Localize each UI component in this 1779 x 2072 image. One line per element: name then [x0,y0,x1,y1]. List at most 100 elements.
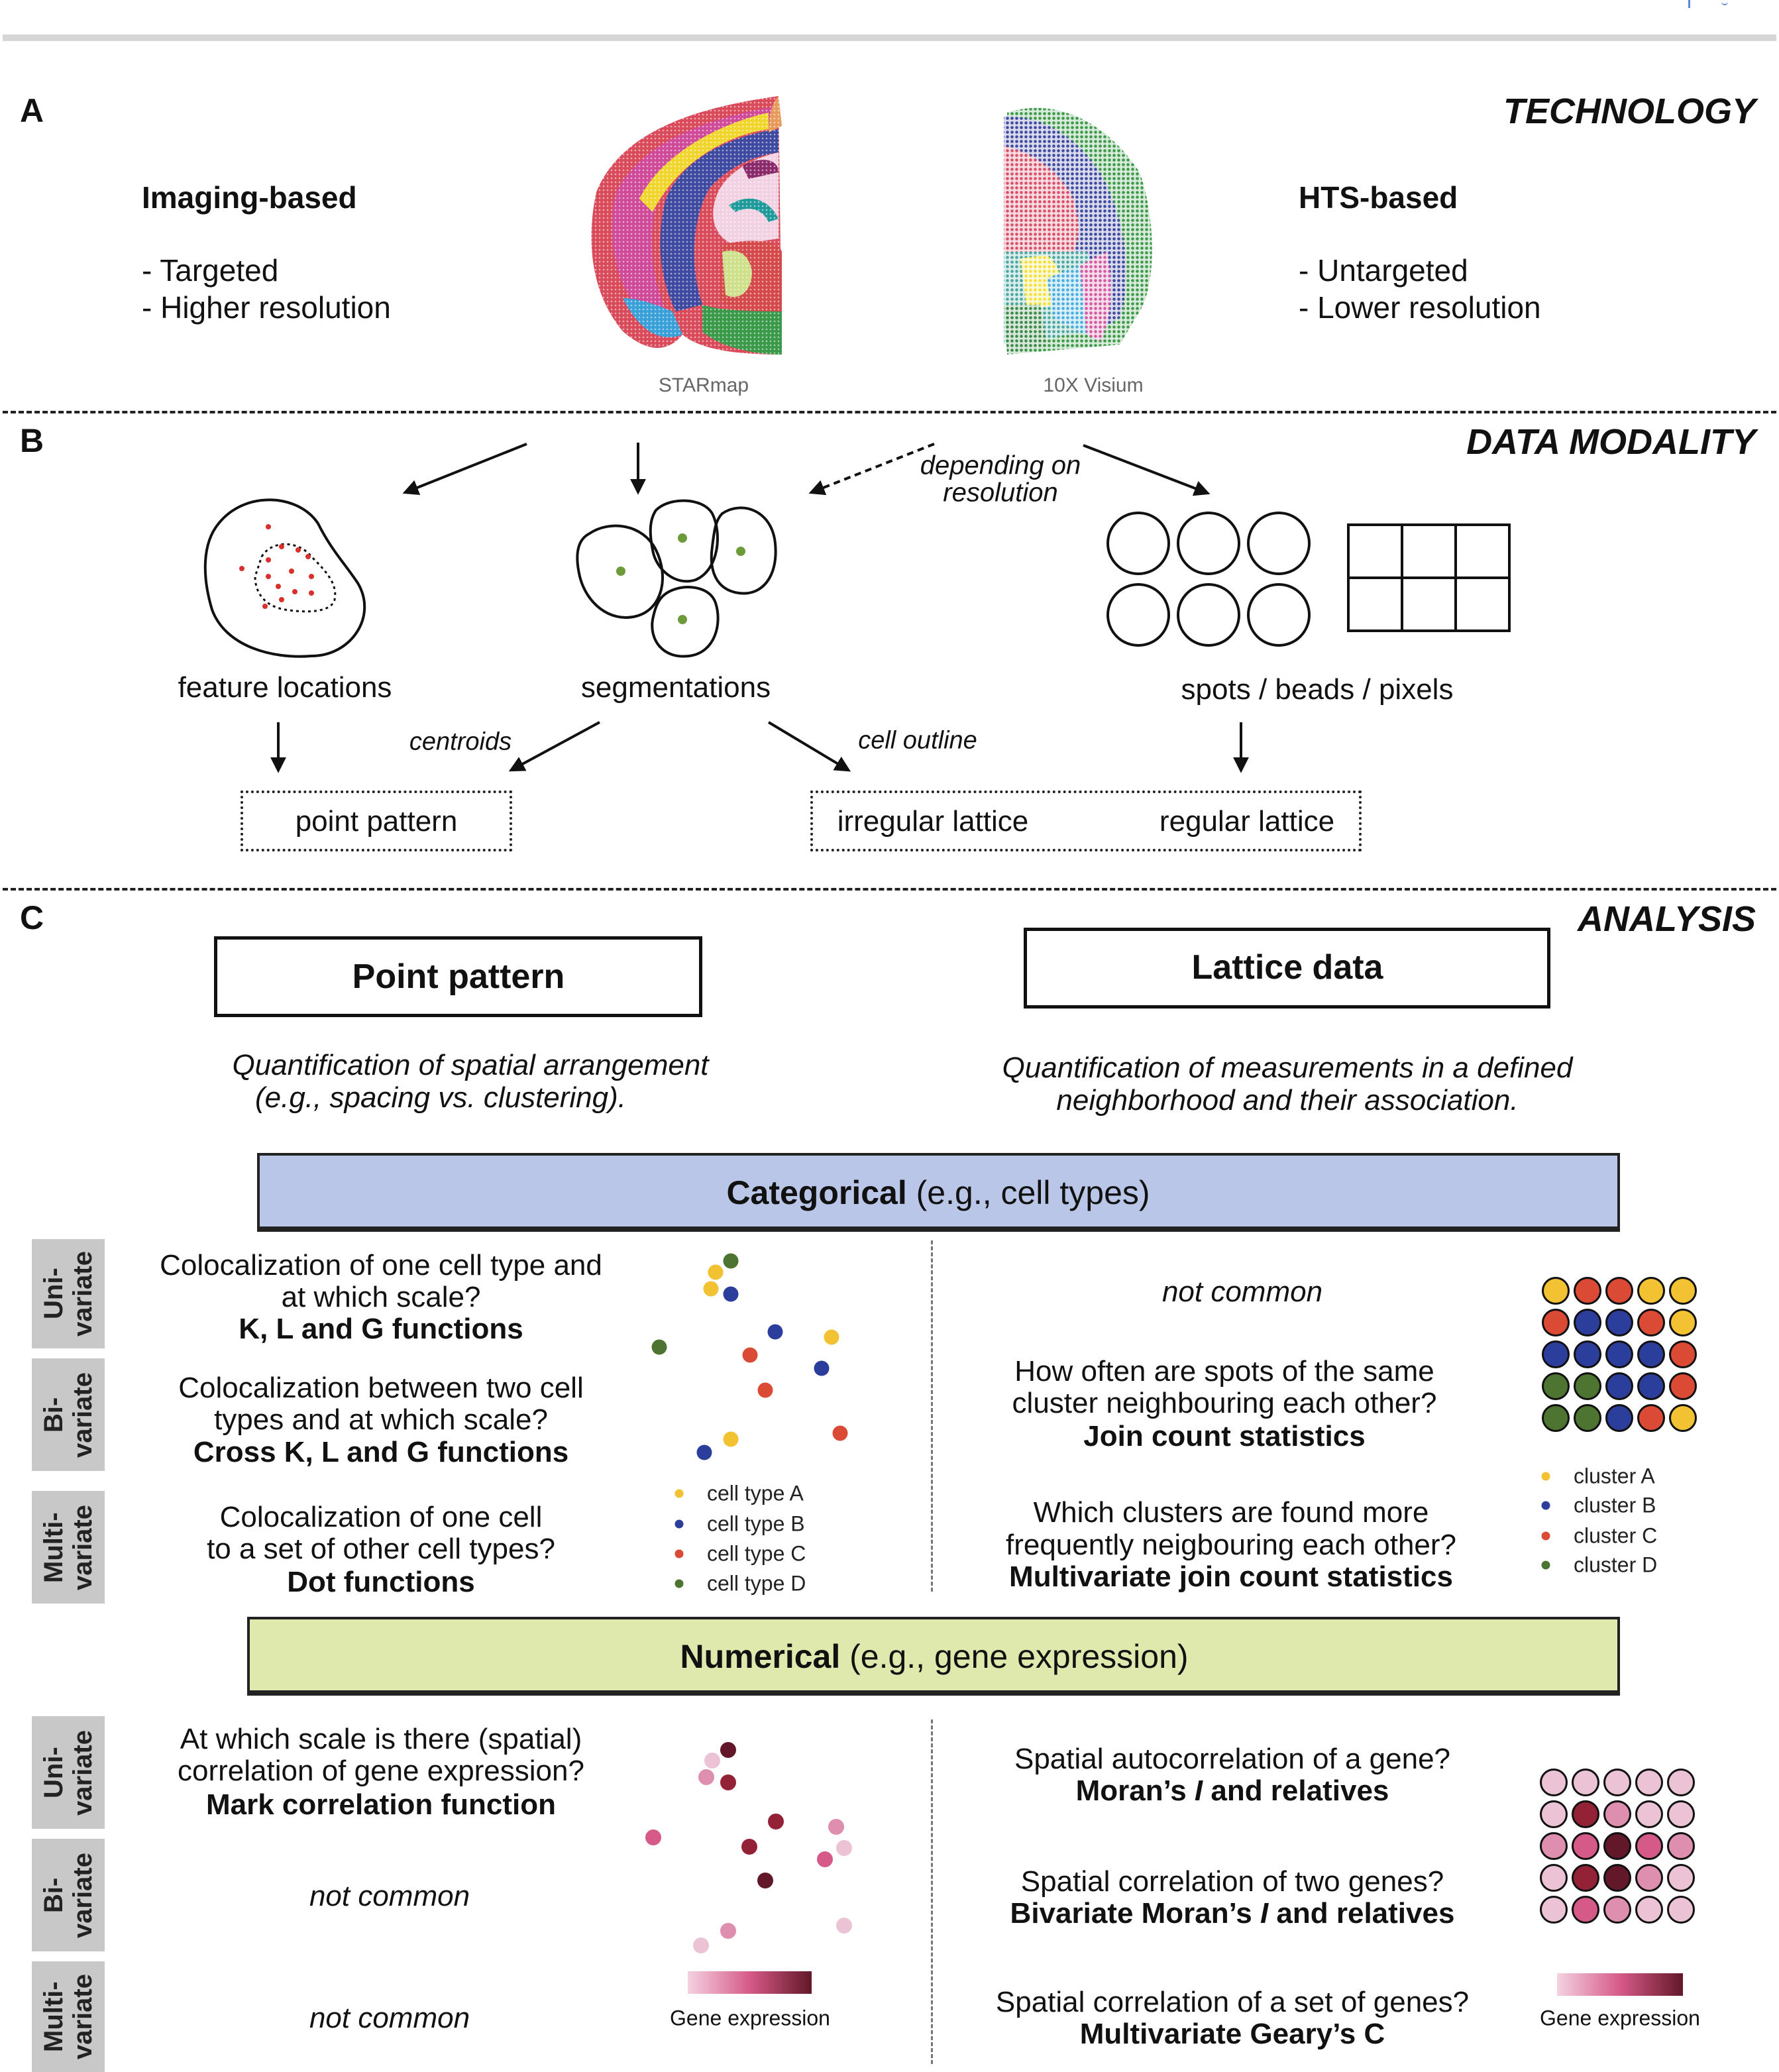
feature-locations-label: feature locations [178,671,392,704]
irregular-lattice-label: irregular lattice [837,805,1029,838]
cell-type-label: cell type C [707,1541,806,1566]
cat-point-method: K, L and G functions [239,1313,523,1345]
cell-type-label: cell type D [707,1571,806,1596]
method-text: and relatives [1203,1774,1389,1807]
method-text: and relatives [1268,1897,1455,1930]
numerical-band [247,1617,1620,1693]
column-divider [931,1240,933,1592]
resolution-note: depending on [920,451,1081,480]
categorical-title-bold: Categorical [726,1174,907,1211]
cluster-swatch [1541,1472,1550,1481]
cell-type-swatch [674,1489,684,1498]
expression-point [836,1840,852,1856]
imaging-point: - Higher resolution [142,290,391,325]
expression-spot [1572,1896,1599,1924]
expression-point [720,1742,736,1758]
expression-point [757,1873,773,1888]
cluster-spot [1637,1372,1665,1400]
side-label-univariate: Uni- variate [32,1239,105,1348]
cluster-spot [1542,1372,1570,1400]
cell-point [696,1445,712,1460]
panel-b-letter: B [20,422,44,459]
cluster-spot [1669,1372,1697,1400]
top-right-chevron-icon [1721,0,1728,5]
expression-spot [1572,1864,1599,1892]
cluster-label: cluster C [1574,1523,1658,1548]
cat-point-question: Colocalization of one cell type and [160,1249,602,1281]
section-divider [3,411,1776,413]
expression-spot [1603,1864,1631,1892]
expression-point [836,1918,852,1934]
categorical-title-rest: (e.g., cell types) [906,1174,1150,1211]
cluster-spot [1669,1404,1697,1432]
imaging-based-title: Imaging-based [142,180,357,215]
cluster-spot [1605,1372,1633,1400]
cell-type-swatch [674,1549,684,1558]
num-point-question: correlation of gene expression? [178,1755,584,1787]
cluster-spot [1574,1404,1601,1432]
cell-point [767,1324,783,1340]
column-divider [931,1719,933,2064]
side-label-text: Multi- variate [39,1504,97,1590]
expression-spot [1667,1864,1695,1892]
cluster-spot [1542,1309,1570,1336]
cluster-spot [1669,1340,1697,1368]
method-text: Multivariate Geary’s C [1079,2018,1385,2050]
cat-point-question: at which scale? [281,1281,481,1313]
side-label-bivariate: Bi- variate [32,1839,105,1951]
cluster-spot [1574,1309,1601,1336]
cat-lattice-question: frequently neigbouring each other? [1005,1529,1457,1561]
point-pattern-label: point pattern [295,805,458,838]
cluster-spot [1542,1340,1570,1368]
expression-point [693,1937,709,1953]
cell-point [708,1264,724,1280]
side-label-multivariate: Multi- variate [32,1491,105,1604]
data-modality-title: DATA MODALITY [1466,422,1756,462]
cell-type-swatch [674,1519,684,1529]
expression-spot [1603,1832,1631,1860]
regular-lattice-label: regular lattice [1159,805,1335,838]
expression-spot [1635,1800,1663,1828]
cell-point [814,1360,830,1376]
lattice-desc: Quantification of measurements in a defi… [1002,1052,1573,1084]
side-label-text: Bi- variate [39,1852,97,1938]
expression-spot [1635,1896,1663,1924]
expression-point [645,1829,661,1845]
centroids-label: centroids [409,728,512,756]
expression-spot [1635,1832,1663,1860]
numerical-title-bold: Numerical [680,1638,841,1675]
expression-spot [1667,1832,1695,1860]
expression-point [698,1769,714,1785]
cat-lattice-question: How often are spots of the same [1014,1355,1434,1388]
lattice-data-header-box [1024,928,1550,1009]
cat-point-method: Cross K, L and G functions [193,1436,569,1468]
expression-point [768,1814,784,1829]
hts-point: - Untargeted [1299,253,1468,288]
cat-lattice-method: Join count statistics [1083,1420,1366,1452]
technology-title: TECHNOLOGY [1503,91,1756,131]
num-lattice-question: Spatial correlation of a set of genes? [995,1986,1470,2018]
num-lattice-method: Moran’s I and relatives [1076,1774,1389,1808]
visium-label: 10X Visium [1043,374,1144,396]
expression-spot [1540,1896,1568,1924]
method-italic: I [1260,1897,1269,1930]
cluster-spot [1542,1404,1570,1432]
cell-outline-label: cell outline [858,726,977,755]
side-label-text: Multi- variate [39,1974,97,2059]
cluster-swatch [1541,1531,1550,1541]
categorical-title: Categorical (e.g., cell types) [726,1173,1150,1212]
spots-icon [1106,512,1311,647]
cluster-spot [1605,1277,1633,1305]
cluster-spot [1637,1404,1665,1432]
cat-lattice-question: Which clusters are found more [1033,1496,1429,1529]
expression-point [828,1819,844,1835]
lattice-data-header: Lattice data [1191,948,1383,987]
arrow-to-feature-locations [402,443,527,496]
segmentations-label: segmentations [580,671,771,704]
cluster-swatch [1541,1560,1550,1570]
colorbar-label: Gene expression [1540,2006,1700,2030]
point-pattern-header-box [214,936,702,1017]
expression-spot [1635,1864,1663,1892]
cluster-spot [1669,1277,1697,1305]
point-pattern-desc: (e.g., spacing vs. clustering). [254,1081,627,1114]
